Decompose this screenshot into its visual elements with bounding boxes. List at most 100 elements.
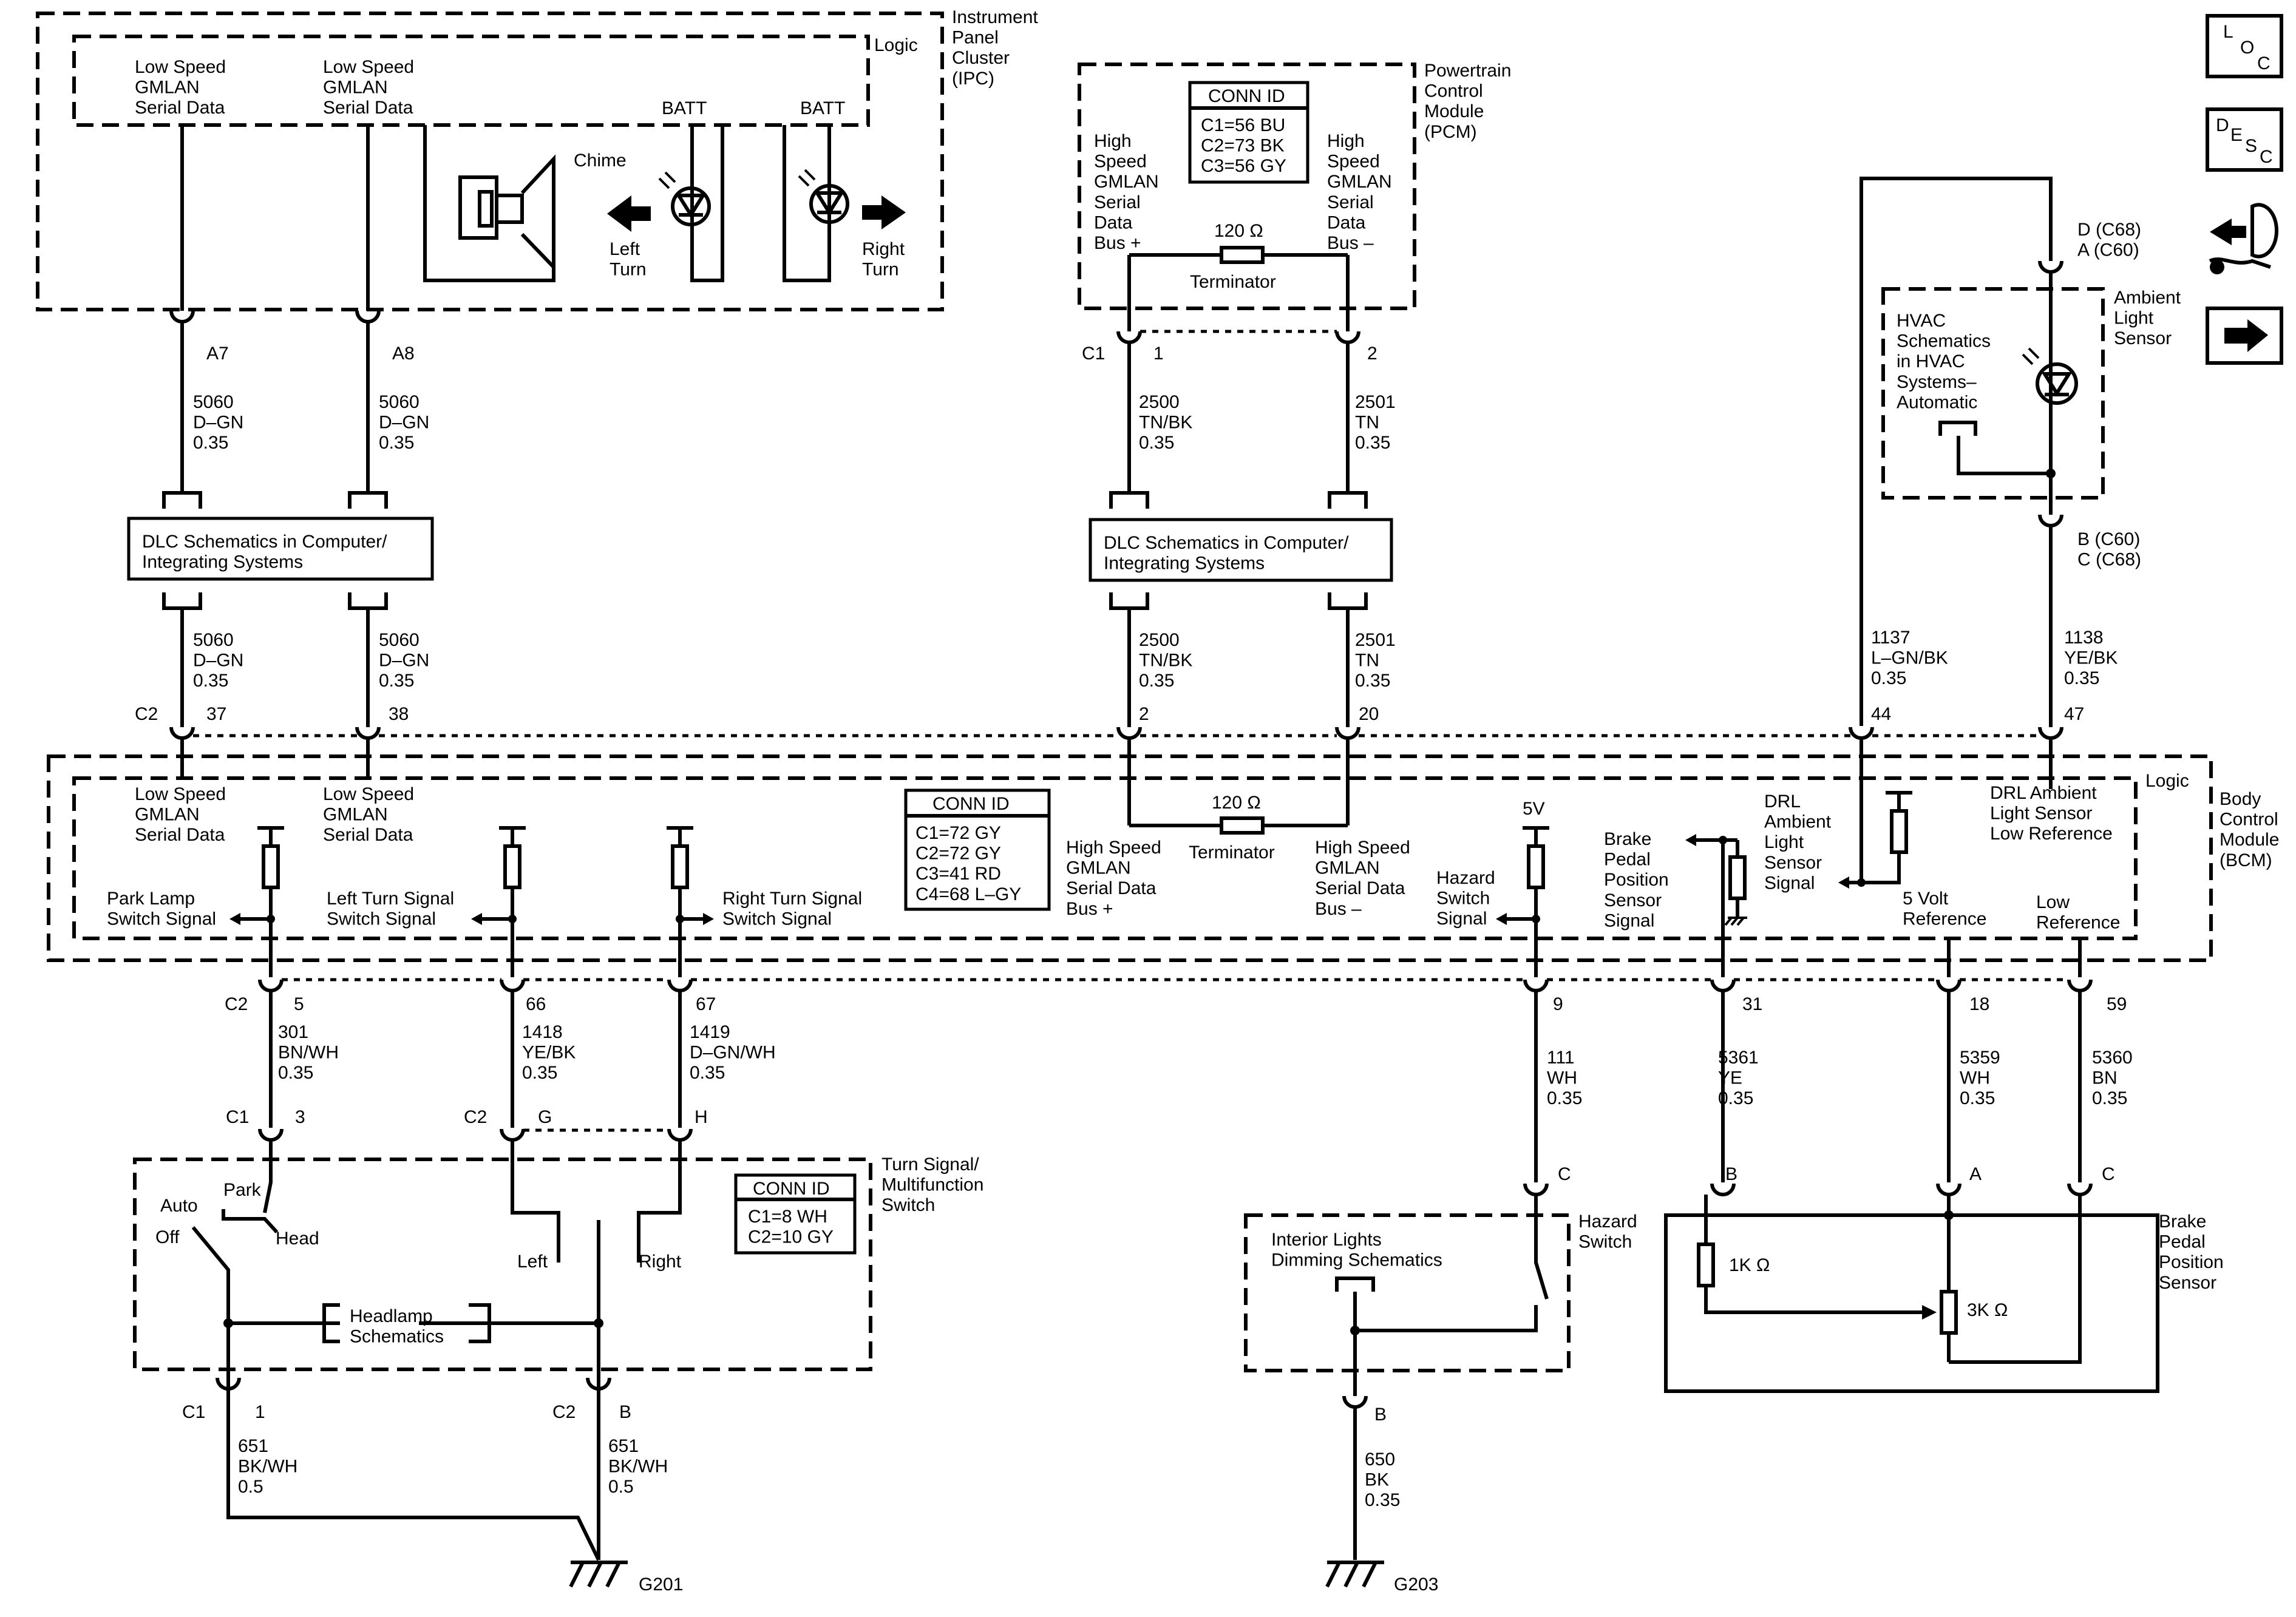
next-button[interactable] bbox=[2206, 307, 2283, 365]
ground-g203: G203 bbox=[1394, 1575, 1438, 1595]
switch-left: Left bbox=[517, 1252, 548, 1272]
switch-conn-title: CONN ID bbox=[753, 1179, 830, 1199]
bcm-pin-47: 47 bbox=[2064, 704, 2084, 724]
switch-off: Off bbox=[155, 1227, 180, 1247]
hazard-ground-pin-b: B bbox=[1374, 1405, 1387, 1425]
pin-59: 59 bbox=[2107, 994, 2127, 1014]
desc-s: S bbox=[2245, 136, 2257, 156]
dlc-left-label: DLC Schematics in Computer/Integrating S… bbox=[142, 532, 387, 572]
bcm-pin-2: 2 bbox=[1139, 704, 1149, 724]
bcm-pin-37: 37 bbox=[206, 704, 226, 724]
pin-67: 67 bbox=[696, 994, 716, 1014]
bcm-terminator: Terminator bbox=[1189, 842, 1275, 863]
switch-right: Right bbox=[639, 1252, 682, 1272]
switch-auto: Auto bbox=[160, 1196, 198, 1216]
bcm-pin-20: 20 bbox=[1359, 704, 1379, 724]
bcm-c2-b: C2 bbox=[225, 994, 248, 1014]
bcm-logic: Logic bbox=[2145, 771, 2189, 791]
brake-r2: 3K Ω bbox=[1967, 1300, 2008, 1320]
switch-c1: C1 bbox=[226, 1107, 249, 1127]
pcm-c1: C1 bbox=[1082, 344, 1105, 364]
switch-head: Head bbox=[276, 1229, 319, 1249]
ground-c2: C2 bbox=[552, 1402, 576, 1422]
loc-button[interactable] bbox=[2206, 14, 2283, 78]
pin-18: 18 bbox=[1969, 994, 1989, 1014]
pcm-terminator: Terminator bbox=[1190, 272, 1276, 292]
pcm-conn-title: CONN ID bbox=[1208, 86, 1285, 106]
switch-c2: C2 bbox=[464, 1107, 487, 1127]
arrow-right-icon bbox=[2224, 319, 2268, 352]
brake-pin-c: C bbox=[2102, 1164, 2115, 1184]
ipc-logic-label: Logic bbox=[874, 35, 918, 55]
switch-pin-g: G bbox=[538, 1107, 552, 1127]
brake-r1: 1K Ω bbox=[1729, 1255, 1770, 1275]
pin-a8: A8 bbox=[392, 344, 415, 364]
hazard-pin-c: C bbox=[1558, 1164, 1571, 1184]
desc-e: E bbox=[2230, 125, 2243, 145]
pcm-pin-2: 2 bbox=[1367, 344, 1377, 364]
pcm-pin-1: 1 bbox=[1153, 344, 1164, 364]
brake-pin-a: A bbox=[1969, 1164, 1982, 1184]
brake-pin-b: B bbox=[1725, 1164, 1737, 1184]
bcm-c2: C2 bbox=[135, 704, 158, 724]
pin-66: 66 bbox=[526, 994, 546, 1014]
switch-park: Park bbox=[223, 1180, 262, 1200]
bcm-pullups bbox=[257, 791, 1912, 977]
batt1-label: BATT bbox=[662, 98, 707, 118]
pin-5: 5 bbox=[294, 994, 304, 1014]
desc-button[interactable] bbox=[2206, 107, 2283, 172]
pin-31: 31 bbox=[1742, 994, 1762, 1014]
desc-c: C bbox=[2260, 147, 2273, 167]
pin-a7: A7 bbox=[206, 344, 229, 364]
right-arrow-icon bbox=[862, 195, 906, 229]
ground-pin-b: B bbox=[619, 1402, 631, 1422]
ground-c1: C1 bbox=[182, 1402, 205, 1422]
ambient-bottom-pins: B (C60)C (C68) bbox=[2077, 529, 2141, 570]
pin-9: 9 bbox=[1553, 994, 1563, 1014]
connector-icon[interactable] bbox=[2209, 203, 2279, 274]
bcm-terminator-value: 120 Ω bbox=[1212, 793, 1261, 813]
bcm-pin-38: 38 bbox=[389, 704, 409, 724]
bcm-conn-title: CONN ID bbox=[932, 794, 1010, 814]
